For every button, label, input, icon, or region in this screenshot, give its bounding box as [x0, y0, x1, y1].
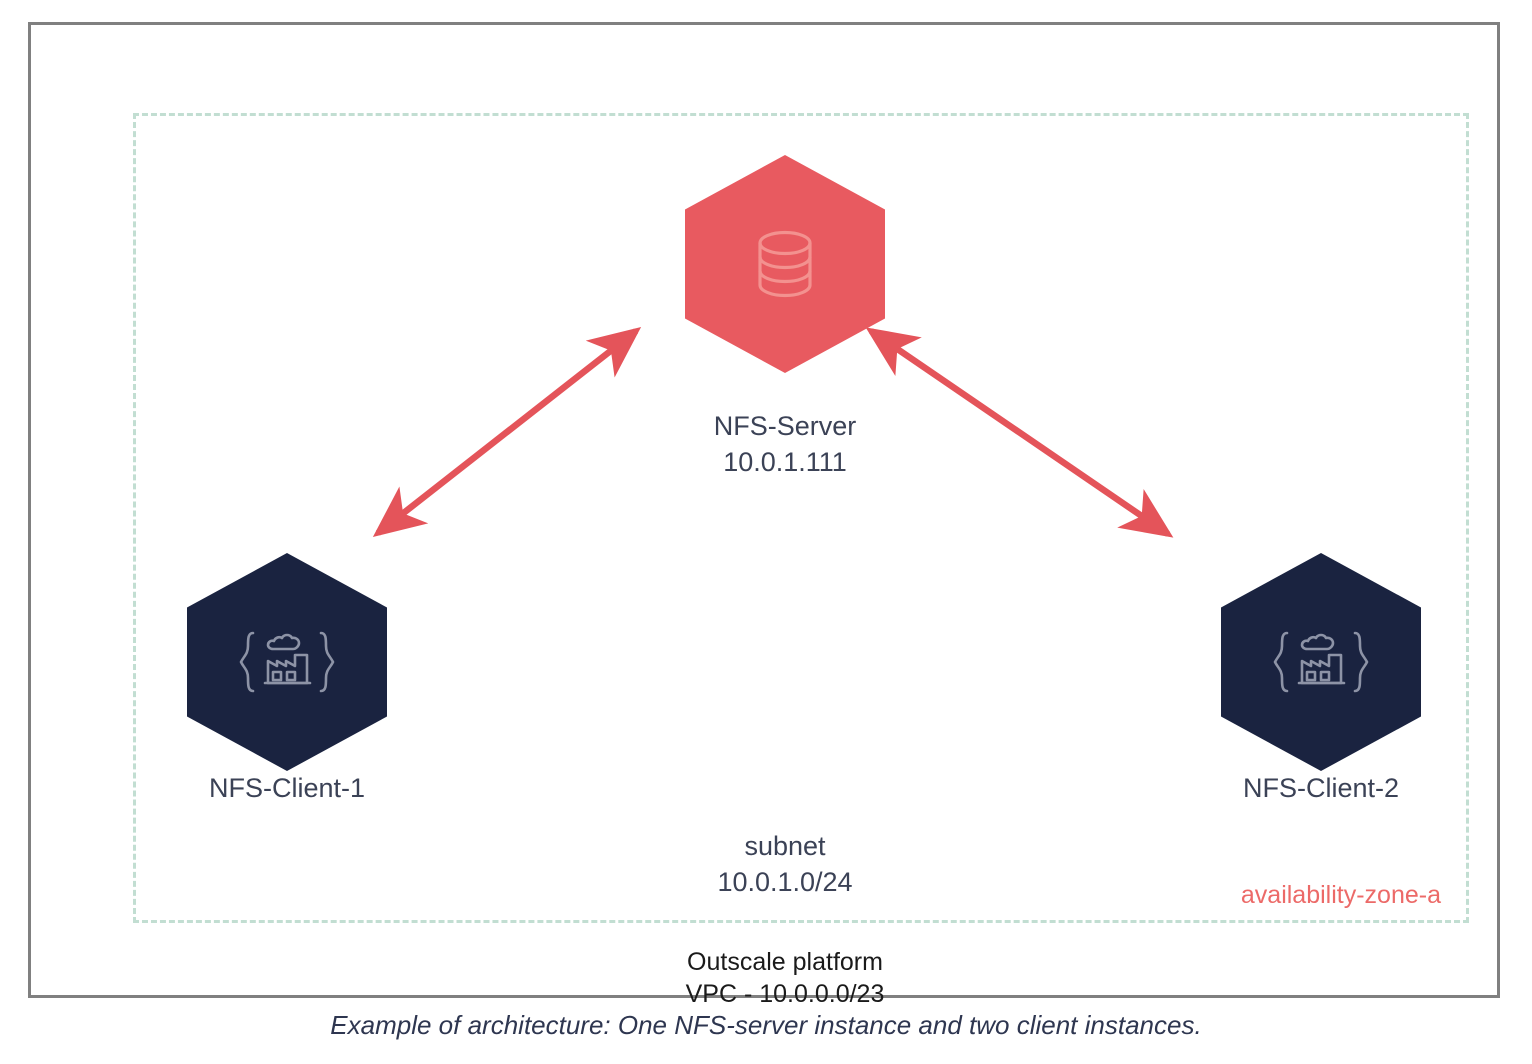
- availability-zone-boundary: [133, 113, 1469, 923]
- subnet-cidr: 10.0.1.0/24: [717, 867, 853, 897]
- nfs-client-1-name: NFS-Client-1: [208, 773, 366, 803]
- node-label-nfs-client-2: NFS-Client-2: [1121, 770, 1521, 806]
- subnet-label: subnet 10.0.1.0/24: [585, 828, 985, 900]
- nfs-client-2-name: NFS-Client-2: [1242, 773, 1400, 803]
- node-nfs-client-2[interactable]: [1221, 553, 1421, 771]
- vpc-cidr: VPC - 10.0.0.0/23: [685, 980, 885, 1008]
- database-icon: [758, 230, 812, 298]
- nfs-server-name: NFS-Server: [713, 411, 857, 441]
- figure-caption: Example of architecture: One NFS-server …: [330, 1010, 1202, 1040]
- factory-instance-icon: [1273, 631, 1369, 693]
- platform-label: Outscale platform VPC - 10.0.0.0/23: [585, 946, 985, 1010]
- nfs-server-ip: 10.0.1.111: [723, 447, 847, 477]
- node-label-nfs-client-1: NFS-Client-1: [87, 770, 487, 806]
- subnet-name: subnet: [744, 831, 826, 861]
- factory-instance-icon: [239, 631, 335, 693]
- availability-zone-label: availability-zone-a: [1240, 881, 1441, 909]
- diagram-frame: NFS-Server 10.0.1.111: [28, 22, 1500, 1008]
- platform-name: Outscale platform: [687, 948, 883, 976]
- node-label-nfs-server: NFS-Server 10.0.1.111: [585, 408, 985, 480]
